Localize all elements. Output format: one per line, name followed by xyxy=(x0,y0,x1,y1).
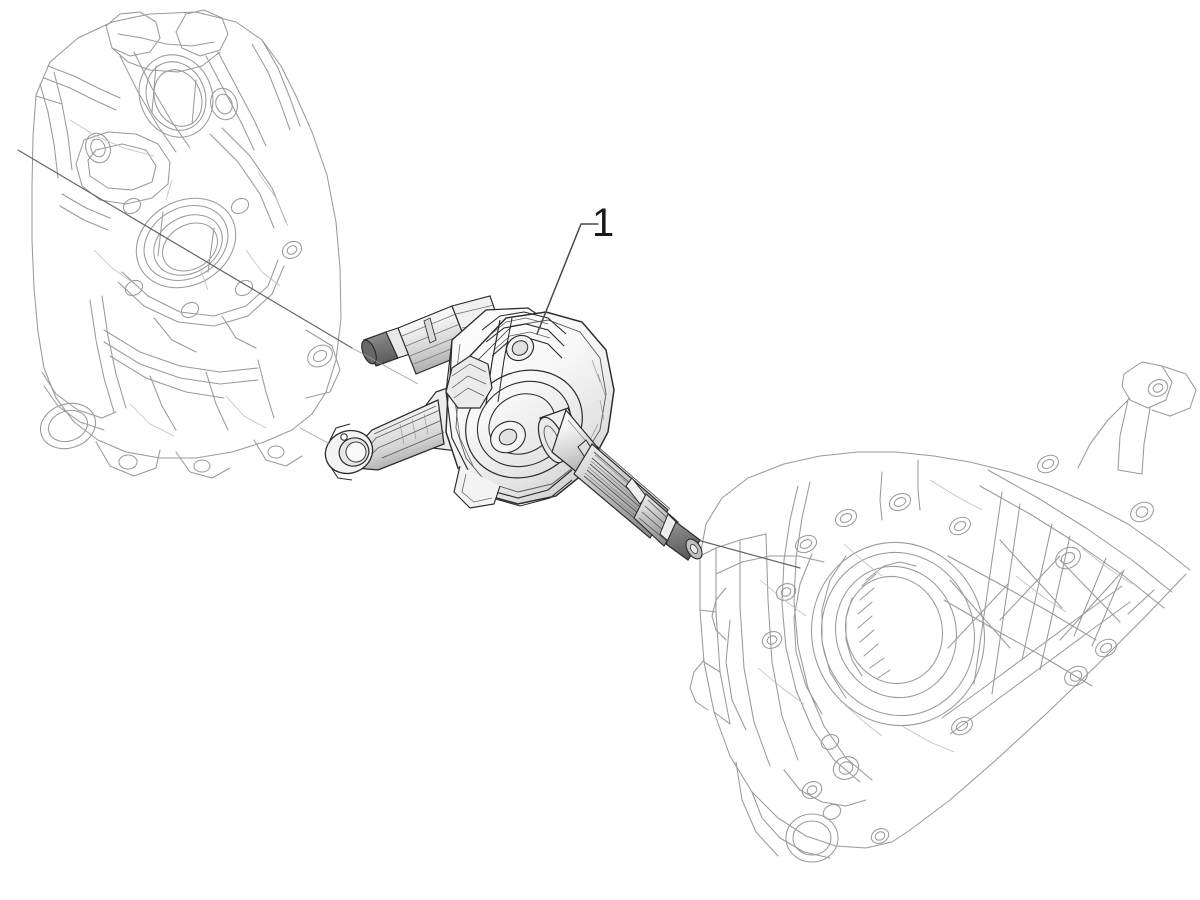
callout-number-1[interactable]: 1 xyxy=(592,201,615,245)
